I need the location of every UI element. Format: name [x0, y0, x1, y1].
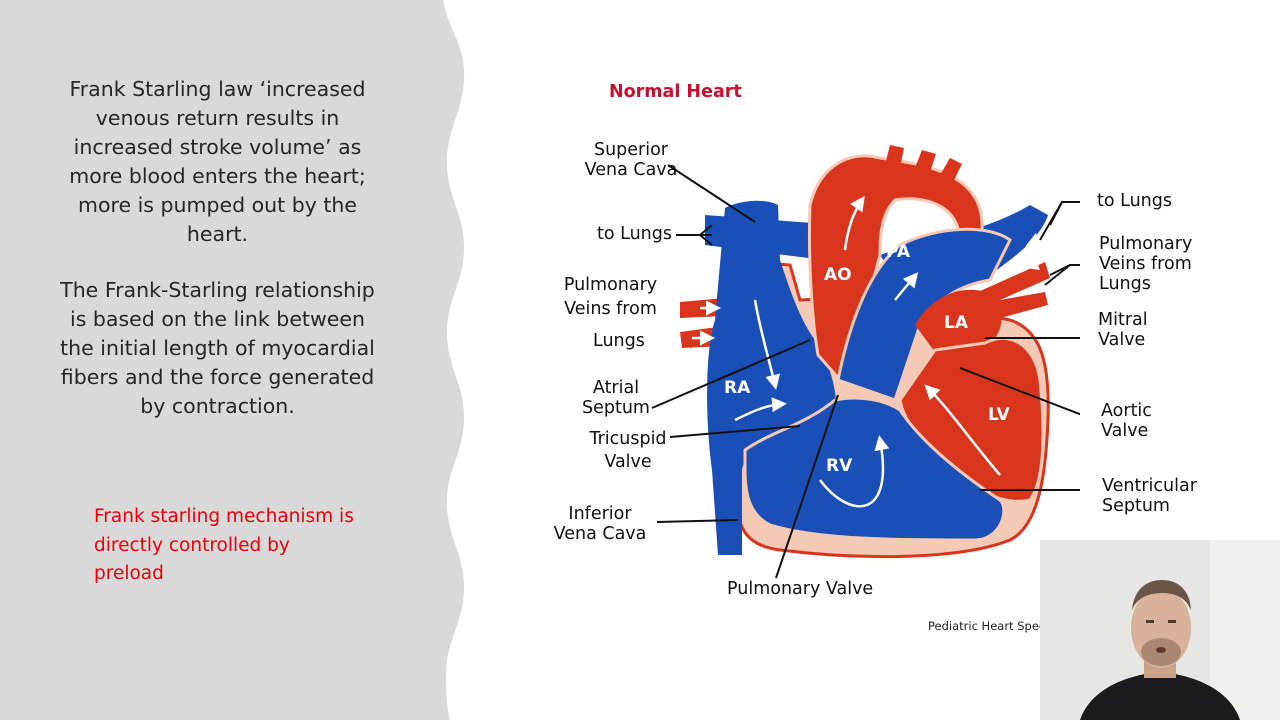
label-to-lungs-right: to Lungs — [1097, 191, 1172, 211]
diagram-title: Normal Heart — [609, 82, 742, 102]
heart-diagram — [651, 145, 1080, 579]
chamber-ao: AO — [824, 265, 852, 285]
left-atrium — [915, 289, 1002, 352]
preload-note: Frank starling mechanism is directly con… — [94, 506, 354, 584]
leader-lines — [651, 164, 1080, 579]
label-pulmonary-veins-right: Pulmonary Veins from Lungs — [1099, 234, 1193, 294]
presenter-image — [1040, 540, 1280, 720]
chamber-rv: RV — [826, 456, 853, 476]
chamber-pa: PA — [886, 242, 911, 262]
label-mitral-valve: Mitral Valve — [1098, 310, 1148, 350]
flow-arrows — [692, 195, 1044, 508]
label-ventricular-septum: Ventricular Septum — [1102, 476, 1197, 516]
frank-starling-relationship: The Frank-Starling relationship is based… — [60, 278, 375, 418]
label-tricuspid-valve: Tricuspid Valve — [589, 429, 667, 472]
label-atrial-septum: Atrial Septum — [582, 378, 650, 418]
chamber-ra: RA — [724, 378, 751, 398]
right-ventricle — [743, 396, 1006, 542]
presenter-webcam — [1040, 540, 1280, 720]
chamber-lv: LV — [988, 405, 1010, 425]
label-to-lungs-left: to Lungs — [597, 224, 672, 244]
left-text-panel — [0, 0, 465, 720]
chamber-la: LA — [944, 313, 968, 333]
aortic-arch-branches — [885, 145, 962, 182]
label-pulmonary-veins-left: Pulmonary Veins from Lungs — [563, 275, 658, 351]
frank-starling-definition: Frank Starling law ‘increased venous ret… — [69, 77, 366, 246]
label-aortic-valve: Aortic Valve — [1101, 401, 1152, 441]
label-superior-vena-cava: Superior Vena Cava — [584, 140, 678, 180]
label-inferior-vena-cava: Inferior Vena Cava — [553, 504, 647, 544]
image-credit: Pediatric Heart Speci — [928, 619, 1040, 633]
label-pulmonary-valve: Pulmonary Valve — [727, 579, 874, 599]
